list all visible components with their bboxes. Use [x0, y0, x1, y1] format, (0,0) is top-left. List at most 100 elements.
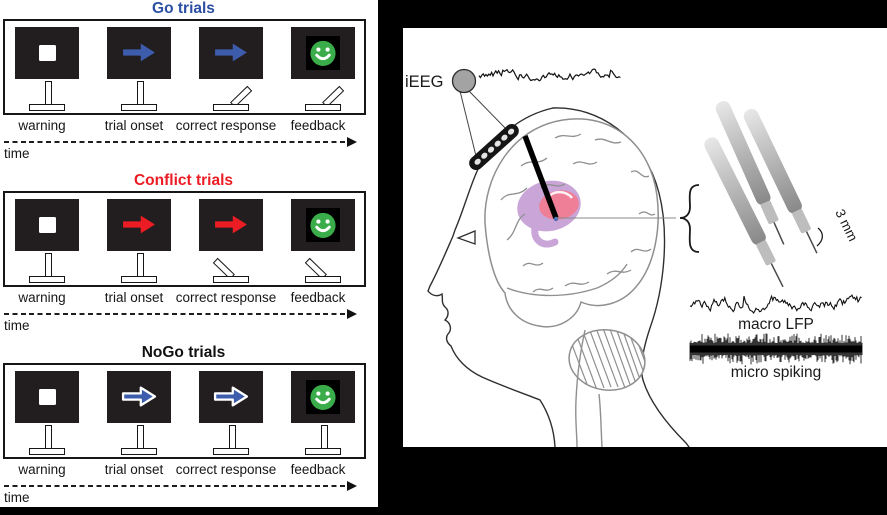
blue-arrow-icon [123, 44, 155, 62]
lever-up-icon [116, 253, 162, 283]
trial-screen [199, 371, 263, 423]
time-axis-arrow [4, 481, 357, 491]
lever-base [213, 104, 249, 111]
lever-up-icon [24, 81, 70, 111]
trial-frame [107, 199, 171, 283]
trial-frame [291, 371, 355, 455]
macro-electrode-2 [743, 108, 818, 254]
subdural-strip-electrode [469, 123, 519, 171]
warning-square-icon [38, 44, 56, 61]
time-label: time [4, 490, 30, 505]
go-trial-frames-box [3, 19, 366, 115]
blue-arrow-icon [215, 44, 247, 62]
go-trials-title: Go trials [152, 0, 215, 17]
lever-up-icon [208, 425, 254, 455]
trial-screen [291, 27, 355, 79]
trial-screen [291, 199, 355, 251]
nogo-arrow-icon [213, 386, 249, 407]
trial-screen [291, 371, 355, 423]
time-axis-arrow [4, 309, 357, 319]
nogo-trials-panel: NoGo trials warning trial onset correct … [0, 345, 378, 505]
lever-up-icon [116, 425, 162, 455]
micro-spiking-label: micro spiking [731, 364, 821, 381]
hippocampus-tail [531, 224, 559, 248]
ieeg-trace [478, 68, 621, 82]
warning-square-icon [38, 388, 56, 405]
frame-label-trial-onset: trial onset [104, 462, 164, 477]
trial-screen [15, 199, 79, 251]
frame-labels-row: warning trial onset correct response fee… [0, 462, 378, 479]
scale-label: 3 mm [832, 207, 860, 244]
frame-labels-row: warning trial onset correct response fee… [0, 290, 378, 307]
lever-base [29, 276, 65, 283]
trial-frame [15, 371, 79, 455]
lever-base [213, 276, 249, 283]
trial-screen [199, 27, 263, 79]
trial-frame [199, 199, 263, 283]
lever-right-icon [300, 81, 346, 111]
nogo-arrow-icon [121, 386, 157, 407]
lever-up-icon [116, 81, 162, 111]
lever-base [121, 276, 157, 283]
frame-label-feedback: feedback [290, 290, 346, 305]
macro-lfp-trace [689, 294, 862, 314]
lever-stem [136, 81, 144, 105]
lever-left-icon [208, 253, 254, 283]
depth-electrode [522, 135, 559, 219]
frame-label-warning: warning [18, 462, 66, 477]
lever-base [121, 104, 157, 111]
frame-label-correct-response: correct response [175, 290, 277, 305]
trial-screen [199, 199, 263, 251]
warning-square-icon [38, 216, 56, 233]
red-arrow-icon [123, 216, 155, 234]
scale-bracket [816, 227, 824, 247]
frame-label-trial-onset: trial onset [104, 118, 164, 133]
task-design-figure: Go trials warning trial onset correct re… [0, 0, 378, 507]
frame-label-feedback: feedback [290, 462, 346, 477]
lever-stem [136, 425, 144, 449]
brain-gyri-lines [500, 133, 656, 297]
frame-label-correct-response: correct response [175, 118, 277, 133]
brain-outline [484, 118, 659, 328]
lever-stem [44, 425, 52, 449]
lever-base [305, 448, 341, 455]
conflict-trial-frames-box [3, 191, 366, 287]
trial-screen [107, 199, 171, 251]
curly-brace [679, 184, 700, 253]
lever-base [305, 104, 341, 111]
trial-screen [107, 27, 171, 79]
frame-labels-row: warning trial onset correct response fee… [0, 118, 378, 135]
frame-label-correct-response: correct response [175, 462, 277, 477]
head-brain-diagram: iEEG 3 mm [405, 68, 863, 447]
lever-base [213, 448, 249, 455]
frame-label-warning: warning [18, 290, 66, 305]
trial-frame [291, 27, 355, 111]
trial-frame [15, 27, 79, 111]
ieeg-label: iEEG [405, 73, 444, 91]
lever-stem [320, 425, 328, 449]
frame-label-trial-onset: trial onset [104, 290, 164, 305]
lever-up-icon [24, 425, 70, 455]
ieeg-connector-lines [459, 90, 511, 161]
micro-spiking-trace [689, 333, 863, 365]
lever-stem [44, 253, 52, 277]
nogo-trial-frames-box [3, 363, 366, 459]
macro-electrode-1 [715, 101, 785, 245]
trial-frame [199, 27, 263, 111]
electrode-tip-dot [553, 216, 559, 222]
brainstem-lines [575, 329, 603, 447]
smiley-face-icon [306, 207, 340, 242]
macro-lfp-label: macro LFP [738, 316, 814, 333]
nogo-trials-title: NoGo trials [141, 344, 226, 361]
trial-screen [15, 27, 79, 79]
time-label: time [4, 146, 30, 161]
lever-stem [136, 253, 144, 277]
lever-base [121, 448, 157, 455]
trial-frame [291, 199, 355, 283]
recording-setup-figure: iEEG 3 mm [403, 28, 887, 447]
go-trials-panel: Go trials warning trial onset correct re… [0, 1, 378, 161]
lever-up-icon [300, 425, 346, 455]
time-label: time [4, 318, 30, 333]
trial-frame [107, 371, 171, 455]
